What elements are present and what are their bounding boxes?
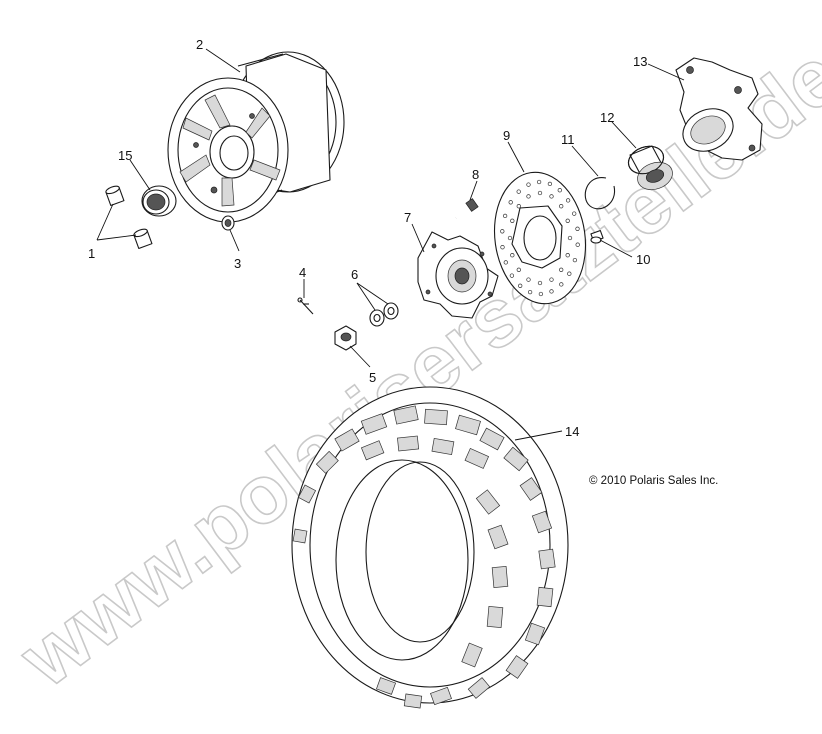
disc-hole (572, 257, 578, 263)
disc-hole (575, 242, 580, 247)
callout-1: 1 (88, 246, 95, 261)
callout-11: 11 (561, 132, 575, 147)
disc-hole (557, 188, 562, 193)
disc-hole (503, 260, 508, 265)
disc-hole (518, 283, 523, 288)
disc-hole (508, 200, 513, 205)
callout-7: 7 (404, 210, 411, 225)
disc-hole (567, 271, 572, 276)
disc-hole (549, 194, 554, 199)
disc-hole (510, 218, 515, 223)
disc-hole (559, 204, 564, 209)
disc-hole (549, 277, 554, 282)
callout-10: 10 (636, 252, 650, 267)
part-4-cotter-pin (297, 297, 314, 315)
disc-hole (565, 253, 570, 258)
callout-9: 9 (503, 128, 510, 143)
callout-4: 4 (299, 265, 306, 280)
disc-hole (527, 289, 533, 295)
callout-13: 13 (633, 54, 647, 69)
disc-hole (516, 189, 521, 194)
disc-hole (502, 213, 508, 219)
disc-hole (516, 204, 521, 209)
callout-8: 8 (472, 167, 479, 182)
part-2-wheel-rim (167, 51, 345, 223)
disc-hole (575, 226, 580, 231)
disc-hole (510, 253, 515, 258)
copyright-notice: © 2010 Polaris Sales Inc. (589, 475, 718, 487)
part-13-bearing-carrier (675, 57, 763, 161)
disc-hole (526, 182, 531, 187)
part-5-castle-nut (334, 325, 357, 351)
disc-hole (526, 194, 531, 199)
disc-hole (547, 181, 553, 187)
callout-labels: 2 15 1 3 4 6 5 7 8 9 11 10 12 13 14 (88, 37, 650, 439)
part-11-retaining-ring (584, 177, 616, 210)
callout-3: 3 (234, 256, 241, 271)
callout-6: 6 (351, 267, 358, 282)
disc-hole (565, 218, 570, 223)
callout-15: 15 (118, 148, 132, 163)
disc-hole (500, 229, 505, 234)
part-14-tire (291, 386, 569, 709)
part-6-washers (369, 302, 399, 327)
part-9-brake-disc (493, 171, 587, 305)
part-7-hub (417, 231, 499, 319)
disc-hole (567, 235, 573, 241)
callout-5: 5 (369, 370, 376, 385)
disc-hole (538, 291, 544, 297)
disc-hole (565, 198, 571, 203)
disc-hole (572, 211, 577, 216)
disc-hole (536, 179, 542, 185)
disc-hole (516, 267, 521, 272)
disc-hole (559, 282, 564, 287)
part-8-bolt (455, 198, 479, 220)
part-3-valve-stem (221, 215, 235, 231)
disc-hole (537, 190, 543, 196)
part-1-wheel-studs (105, 185, 153, 249)
disc-hole (500, 245, 505, 250)
part-15-center-cap (141, 185, 177, 217)
disc-hole (559, 267, 564, 272)
disc-hole (537, 280, 543, 286)
callout-12: 12 (600, 110, 614, 125)
part-12-bearing (627, 145, 673, 191)
callout-14: 14 (565, 424, 579, 439)
callout-2: 2 (196, 37, 203, 52)
disc-hole (509, 273, 515, 278)
disc-hole (526, 277, 531, 282)
leader-lines (96, 48, 685, 441)
part-10-bushing (590, 229, 604, 244)
disc-hole (549, 289, 554, 294)
disc-hole (507, 235, 513, 241)
